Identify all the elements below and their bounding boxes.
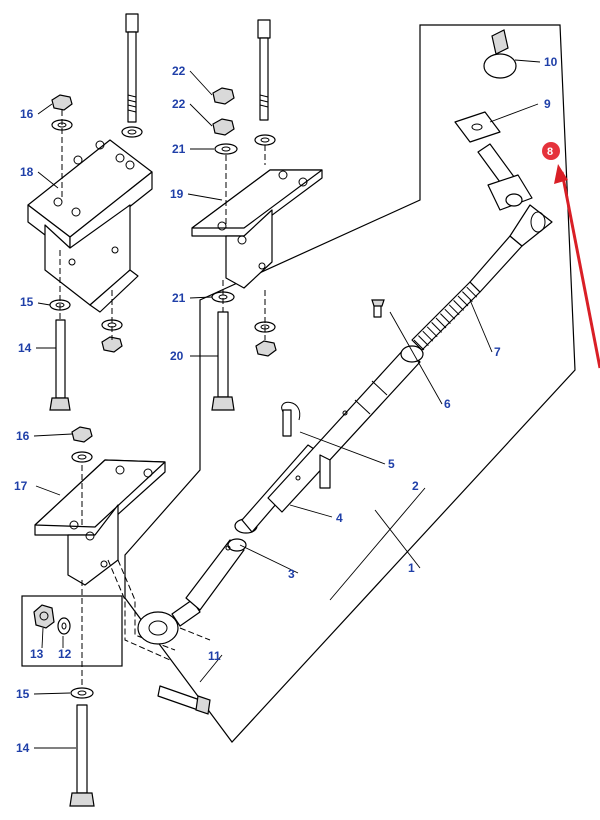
lynch-pin-10 [483, 29, 517, 79]
leader-line [239, 544, 299, 574]
callout-13: 13 [30, 647, 44, 661]
callout-21-lower: 21 [172, 291, 186, 305]
callout-11: 11 [208, 649, 221, 663]
leader-line [199, 654, 223, 683]
assembly-frame [124, 24, 576, 743]
bracket-18 [27, 139, 153, 313]
hardware-inset-frame [21, 595, 123, 667]
callout-7: 7 [494, 345, 501, 359]
callout-labels: 1 2 3 4 5 6 7 8 9 10 11 12 13 14 14 15 1… [14, 55, 560, 755]
callout-16-lower: 16 [16, 429, 30, 443]
thread-line [418, 335, 429, 346]
leader-line [289, 504, 333, 518]
thread-line [448, 304, 460, 316]
thread-line [466, 286, 478, 298]
thread-line [435, 317, 447, 329]
bolt-20 [211, 280, 235, 411]
leader-line [189, 70, 213, 96]
washer-nut-under-18 [101, 290, 123, 353]
callout-2: 2 [412, 479, 419, 493]
callout-20: 20 [170, 349, 184, 363]
nut-16-lower [71, 426, 93, 463]
callout-10: 10 [544, 55, 558, 69]
callout-1: 1 [408, 561, 415, 575]
leader-line [299, 431, 386, 465]
callout-16-upper: 16 [20, 107, 34, 121]
rod-end [137, 599, 201, 645]
thread-line [431, 322, 442, 333]
thread-line [453, 300, 464, 311]
leader-line [37, 171, 59, 189]
leader-line [189, 103, 213, 127]
leader-line [389, 311, 443, 405]
plate-9 [454, 111, 501, 143]
washer-12 [57, 617, 71, 635]
leader-line [35, 485, 61, 496]
thread-line [413, 339, 425, 351]
leader-line [469, 299, 493, 353]
callout-9: 9 [544, 97, 551, 111]
leader-line [33, 433, 73, 437]
callout-22-lower: 22 [172, 97, 186, 111]
thread-line [457, 295, 469, 307]
threaded-rod-7 [411, 204, 553, 351]
leader-lines [33, 59, 541, 749]
leader-line [514, 59, 541, 63]
thread-line [422, 330, 434, 342]
bracket-17 [34, 459, 166, 690]
nut-13 [33, 604, 55, 629]
callout-14-upper: 14 [18, 341, 32, 355]
leader-line [37, 103, 53, 115]
callout-5: 5 [388, 457, 395, 471]
stud-upper-right [254, 19, 276, 165]
callout-21-upper: 21 [172, 142, 186, 156]
callout-19: 19 [170, 187, 184, 201]
bolt-11 [157, 685, 211, 715]
callout-4: 4 [336, 511, 343, 525]
tube-2 [267, 345, 424, 513]
thread-line [440, 313, 451, 324]
washer-nut-under-19 [254, 290, 277, 357]
nut-16-upper [51, 94, 73, 200]
lynch-pin-5 [281, 401, 301, 437]
callout-3: 3 [288, 567, 295, 581]
leader-line [41, 627, 44, 649]
thread-line [462, 291, 473, 302]
leader-line [187, 193, 223, 201]
highlight-badge-8 [542, 142, 560, 160]
callout-18: 18 [20, 165, 34, 179]
highlight-arrow [554, 164, 600, 369]
grease-nipple-6 [371, 299, 385, 318]
callout-15-upper: 15 [20, 295, 34, 309]
stud-upper-middle [121, 13, 143, 138]
callout-6: 6 [444, 397, 451, 411]
pin-8 [477, 143, 533, 211]
leader-line [189, 296, 213, 299]
callout-12: 12 [58, 647, 72, 661]
nuts-22 [212, 87, 238, 155]
callout-15-lower: 15 [16, 687, 30, 701]
leader-line [374, 509, 421, 569]
leader-line [489, 103, 539, 123]
callout-8: 8 [547, 146, 553, 158]
bolt-14-upper [49, 250, 71, 411]
tube-3 [185, 538, 247, 611]
callout-22-upper: 22 [172, 64, 186, 78]
bracket-19 [191, 155, 323, 289]
thread-line [426, 326, 438, 338]
leader-line [329, 487, 426, 601]
leader-line [33, 692, 71, 695]
leader-line [37, 302, 51, 306]
callout-14-lower: 14 [16, 741, 30, 755]
bolt-14-lower [69, 687, 95, 807]
thread-line [444, 308, 456, 320]
callout-17: 17 [14, 479, 28, 493]
